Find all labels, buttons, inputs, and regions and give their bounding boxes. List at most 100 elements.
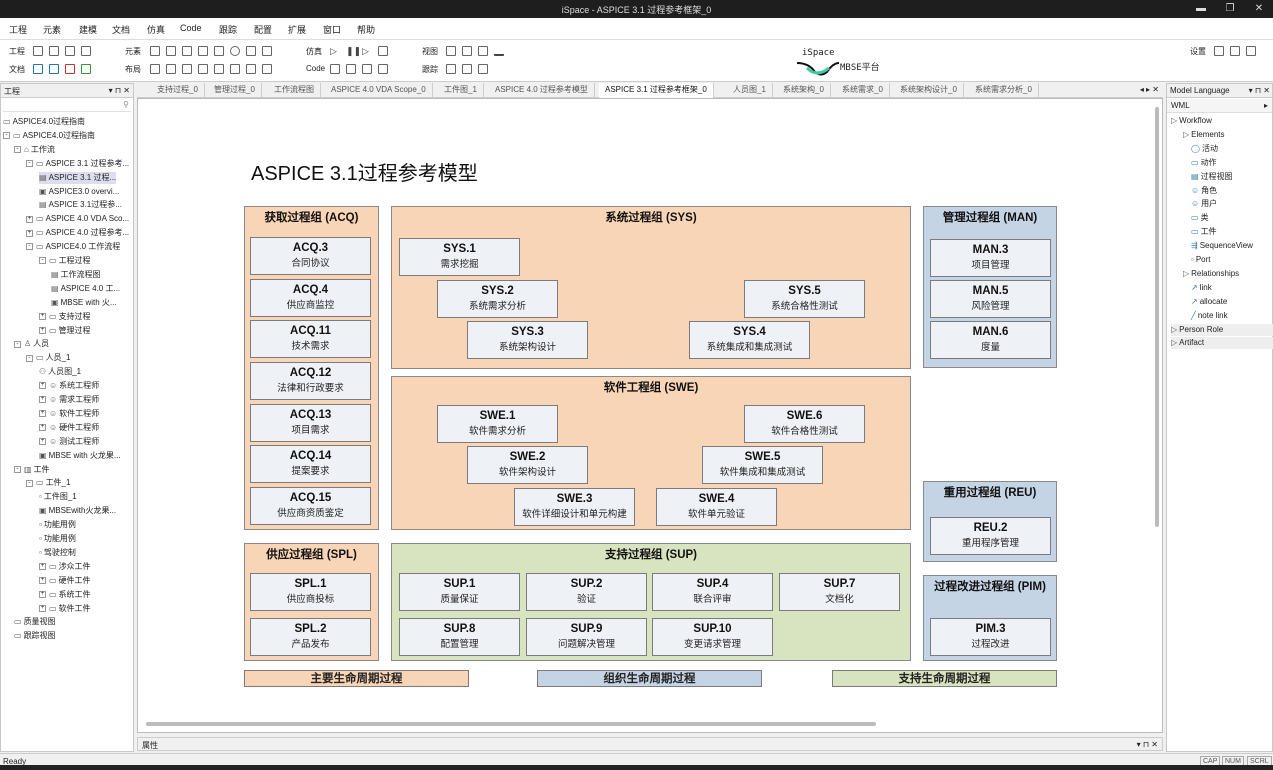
menu-simulate[interactable]: 仿真	[147, 25, 166, 35]
tree-item[interactable]: +▭软件工件	[39, 603, 91, 615]
toolbox-item[interactable]: ▷Artifact	[1171, 337, 1273, 350]
horizontal-scroll-thumb[interactable]	[146, 722, 876, 726]
tree-item[interactable]: -♙人员	[14, 338, 49, 350]
tree-item[interactable]: +▭系统工件	[39, 589, 91, 601]
toolbox-item[interactable]: ▭类	[1191, 212, 1209, 224]
tree-item[interactable]: +☺软件工程师	[39, 408, 99, 420]
step-icon[interactable]: ▷	[362, 46, 369, 56]
tab-aspice40-ref[interactable]: ASPICE 4.0 过程参考模型	[489, 83, 595, 98]
toolbox-item[interactable]: ▷Relationships	[1183, 268, 1239, 280]
toolbox-item[interactable]: ▷Person Role	[1171, 323, 1273, 336]
toolbox-item[interactable]: ▷Workflow	[1171, 115, 1212, 127]
tree-item[interactable]: -▭ASPICE4.0过程指南	[3, 130, 95, 142]
tab-support-process[interactable]: 支持过程_0	[151, 83, 205, 98]
tab-system-arch[interactable]: 系统架构_0	[777, 83, 831, 98]
tree-item[interactable]: ▤ASPICE 3.1过程参...	[39, 199, 122, 211]
expand-icon[interactable]: +	[39, 590, 46, 598]
trace-grid-icon[interactable]	[462, 64, 472, 74]
expand-icon[interactable]: +	[39, 604, 46, 612]
toolbox-item[interactable]: ↗allocate	[1191, 296, 1227, 308]
tree-item[interactable]: ▭ASPICE4.0过程指南	[3, 116, 85, 128]
tree-search-input[interactable]: ⚲	[3, 100, 131, 112]
view-table-icon[interactable]	[462, 46, 472, 56]
tree-item[interactable]: +▭硬件工件	[39, 575, 91, 587]
tab-system-req-analysis[interactable]: 系统需求分析_0	[969, 83, 1039, 98]
tree-item[interactable]: -▭ASPICE 3.1 过程参考...	[26, 158, 129, 170]
collapse-icon[interactable]: -	[3, 132, 10, 140]
collapse-icon[interactable]: -	[26, 160, 33, 168]
toolbox-item[interactable]: ▷Elements	[1183, 129, 1225, 141]
pause-icon[interactable]: ❚❚	[346, 46, 362, 56]
tree-item[interactable]: ▭跟踪视图	[14, 630, 56, 642]
toolbox-item[interactable]: ▫Port	[1191, 254, 1211, 266]
expand-icon[interactable]: +	[39, 410, 46, 418]
right-panel-controls[interactable]: ▾ ⊓ ✕	[1248, 86, 1270, 95]
tree-item[interactable]: ▭质量视图	[14, 616, 56, 628]
toolbox-item[interactable]: ╱note link	[1191, 310, 1228, 322]
menu-project[interactable]: 工程	[9, 25, 28, 35]
lock-icon[interactable]	[262, 46, 272, 56]
expand-icon[interactable]: ▷	[1171, 324, 1178, 334]
diagram-canvas[interactable]: ASPICE 3.1过程参考模型 获取过程组 (ACQ) 系统过程组 (SYS)…	[137, 98, 1163, 733]
tab-aspice40-vda[interactable]: ASPICE 4.0 VDA Scope_0	[325, 83, 433, 98]
menu-element[interactable]: 元素	[43, 25, 62, 35]
collapse-icon[interactable]: -	[26, 243, 33, 251]
expand-icon[interactable]: +	[39, 438, 46, 446]
expand-icon[interactable]: +	[39, 326, 46, 334]
link-icon[interactable]	[246, 46, 256, 56]
layout-6-icon[interactable]	[230, 64, 240, 74]
new-icon[interactable]	[33, 46, 43, 56]
tab-nav-controls[interactable]: ◂ ▸ ✕	[1139, 85, 1159, 94]
expand-icon[interactable]: +	[39, 577, 46, 585]
unlock-icon[interactable]	[262, 64, 272, 74]
code-gen-icon[interactable]	[330, 64, 340, 74]
settings-label[interactable]: 设置	[1190, 47, 1206, 56]
tree-item[interactable]: ▫功能用例	[39, 533, 76, 545]
expand-icon[interactable]: +	[39, 382, 46, 390]
menu-document[interactable]: 文档	[112, 25, 131, 35]
layout-3-icon[interactable]	[182, 64, 192, 74]
tab-artifact-diagram[interactable]: 工件图_1	[438, 83, 484, 98]
tree-item[interactable]: -▭人员_1	[26, 352, 70, 364]
tree-item[interactable]: +☺测试工程师	[39, 436, 99, 448]
tree-item[interactable]: +☺系统工程师	[39, 380, 99, 392]
layout-7-icon[interactable]	[246, 64, 256, 74]
tab-management-process[interactable]: 管理过程_0	[208, 83, 262, 98]
tree-item[interactable]: ⚇人员图_1	[39, 366, 81, 378]
expand-icon[interactable]: +	[39, 396, 46, 404]
tree-item[interactable]: -▭工程过程	[39, 255, 91, 267]
align-center-icon[interactable]	[166, 46, 176, 56]
menu-extend[interactable]: 扩展	[288, 25, 307, 35]
collapse-icon[interactable]: -	[39, 257, 46, 265]
collapse-icon[interactable]: -	[14, 465, 21, 473]
menu-window[interactable]: 窗口	[323, 25, 342, 35]
export-icon[interactable]	[81, 46, 91, 56]
menu-config[interactable]: 配置	[254, 25, 273, 35]
tab-system-arch-design[interactable]: 系统架构设计_0	[894, 83, 964, 98]
word-icon[interactable]	[33, 64, 43, 74]
vertical-scrollbar[interactable]	[1153, 101, 1161, 731]
tree-item[interactable]: +▭涉众工件	[39, 561, 91, 573]
vertical-scroll-thumb[interactable]	[1155, 107, 1159, 527]
toolbox-item[interactable]: ☺用户	[1191, 198, 1217, 210]
align-right-icon[interactable]	[182, 46, 192, 56]
tab-person-diagram[interactable]: 人员图_1	[727, 83, 773, 98]
menu-help[interactable]: 帮助	[357, 25, 376, 35]
code-build-icon[interactable]	[346, 64, 356, 74]
doc-icon[interactable]	[49, 64, 59, 74]
